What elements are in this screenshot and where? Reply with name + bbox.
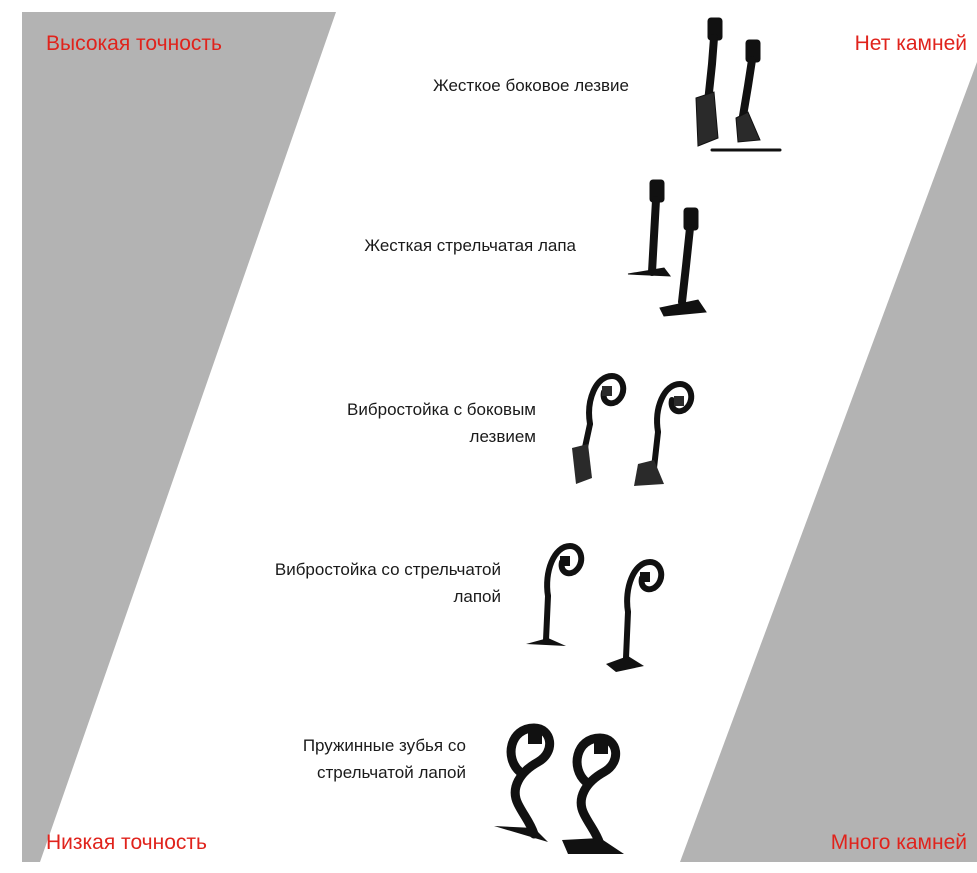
tool-label-line: стрельчатой лапой xyxy=(316,763,466,782)
high-precision-label: Высокая точность xyxy=(46,32,222,55)
rigid-shank-side-blade-icon xyxy=(695,17,782,152)
tool-label-line: лезвием xyxy=(469,427,536,446)
vibro-shank-sweep-icon xyxy=(526,542,665,672)
spring-tine-sweep-icon xyxy=(494,723,624,854)
tool-label-spring-tine-sweep: Пружинные зубья со стрельчатой лапой xyxy=(303,732,466,786)
tool-label-line: лапой xyxy=(453,587,501,606)
no-stones-label: Нет камней xyxy=(854,32,967,55)
left-gray-band xyxy=(22,12,336,862)
tool-label-rigid-sweep: Жесткая стрельчатая лапа xyxy=(364,232,576,259)
tool-label-rigid-side-blade: Жесткое боковое лезвие xyxy=(433,72,629,99)
tool-label-line: Вибростойка с боковым xyxy=(347,400,536,419)
rigid-shank-sweep-icon xyxy=(627,179,707,317)
tool-label-vibro-sweep: Вибростойка со стрельчатой лапой xyxy=(275,556,501,610)
tool-label-line: Вибростойка со стрельчатой xyxy=(274,560,501,579)
low-precision-label: Низкая точность xyxy=(46,831,207,854)
vibro-shank-side-blade-icon xyxy=(572,372,695,486)
many-stones-label: Много камней xyxy=(830,831,967,854)
tool-label-line: Жесткая стрельчатая лапа xyxy=(364,236,576,255)
right-gray-band xyxy=(680,62,977,862)
tool-label-line: Пружинные зубья со xyxy=(302,736,466,755)
tool-label-line: Жесткое боковое лезвие xyxy=(432,76,629,95)
tool-label-vibro-side-blade: Вибростойка с боковым лезвием xyxy=(347,396,536,450)
